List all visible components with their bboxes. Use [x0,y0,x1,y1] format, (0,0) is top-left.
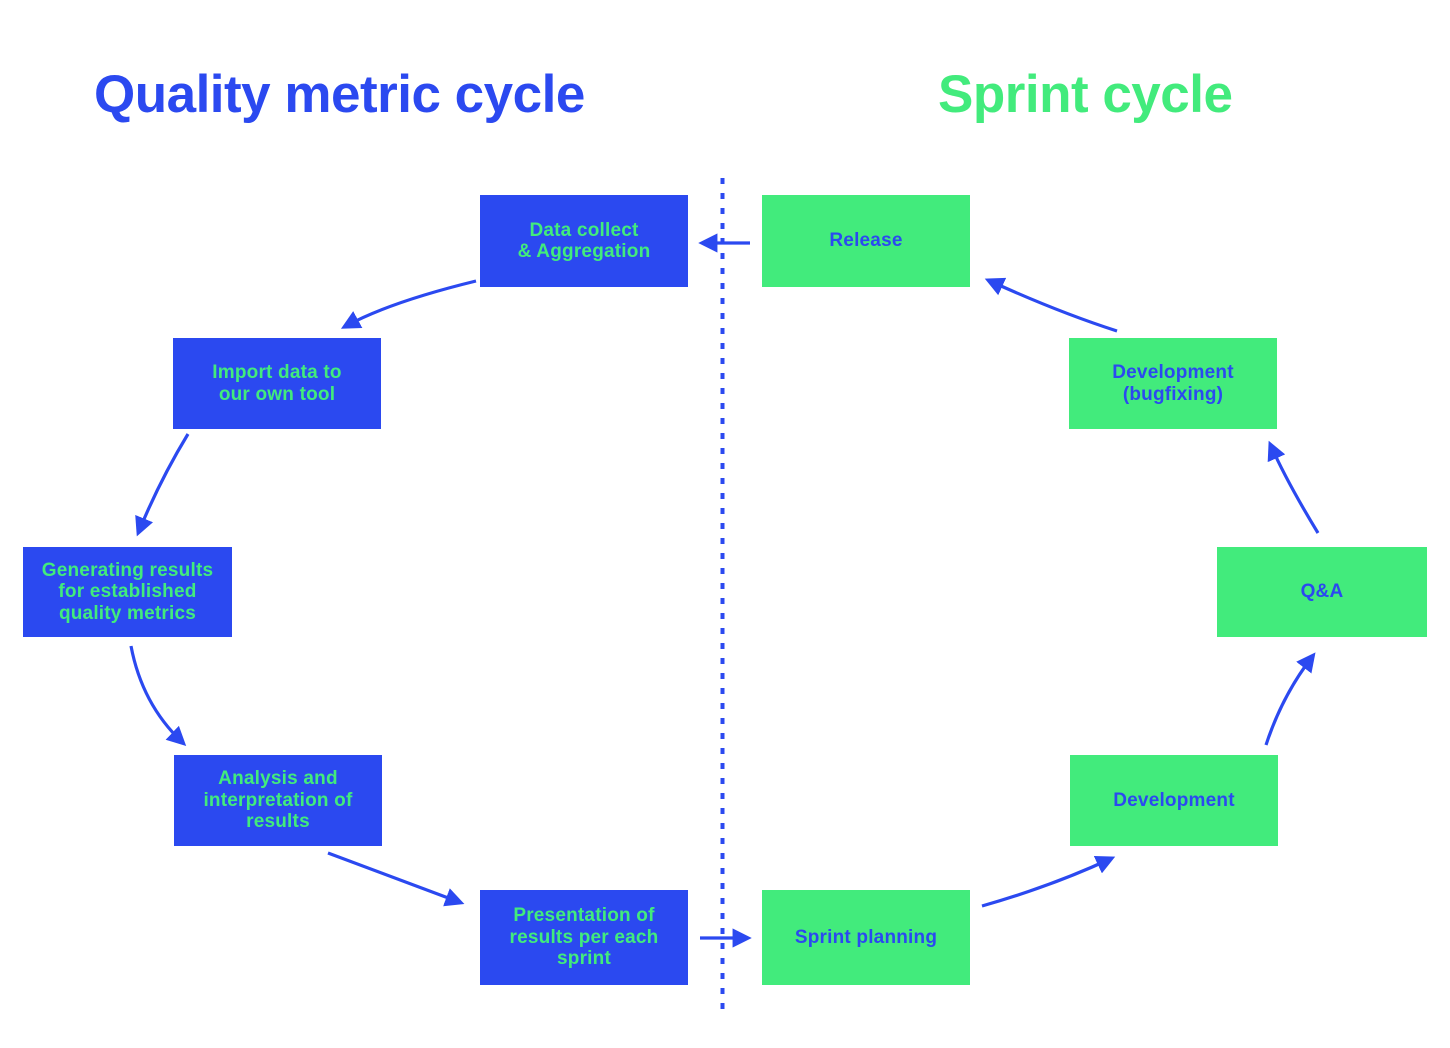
step-presentation: Presentation of results per each sprint [480,890,688,985]
arrow-sprint-planning-to-development [981,855,1116,908]
arrow-import-data-to-generating-results [135,433,190,537]
step-development-bugfixing: Development (bugfixing) [1069,338,1277,429]
arrow-development-to-qa [1264,652,1316,746]
step-qa: Q&A [1217,547,1427,637]
step-analysis: Analysis and interpretation of results [174,755,382,846]
step-generating-results: Generating results for established quali… [23,547,232,637]
sprint-cycle-title: Sprint cycle [938,65,1233,124]
quality-cycle-title: Quality metric cycle [94,65,585,124]
arrow-analysis-to-presentation [327,851,465,907]
step-import-data: Import data to our own tool [173,338,381,429]
step-data-collect: Data collect & Aggregation [480,195,688,287]
arrow-data-collect-to-import-data [340,279,477,329]
step-release: Release [762,195,970,287]
step-development: Development [1070,755,1278,846]
arrow-generating-results-to-analysis [129,645,187,746]
arrow-qa-to-development-bugfixing [1267,440,1320,534]
arrow-development-bugfixing-to-release [984,277,1118,333]
step-sprint-planning: Sprint planning [762,890,970,985]
